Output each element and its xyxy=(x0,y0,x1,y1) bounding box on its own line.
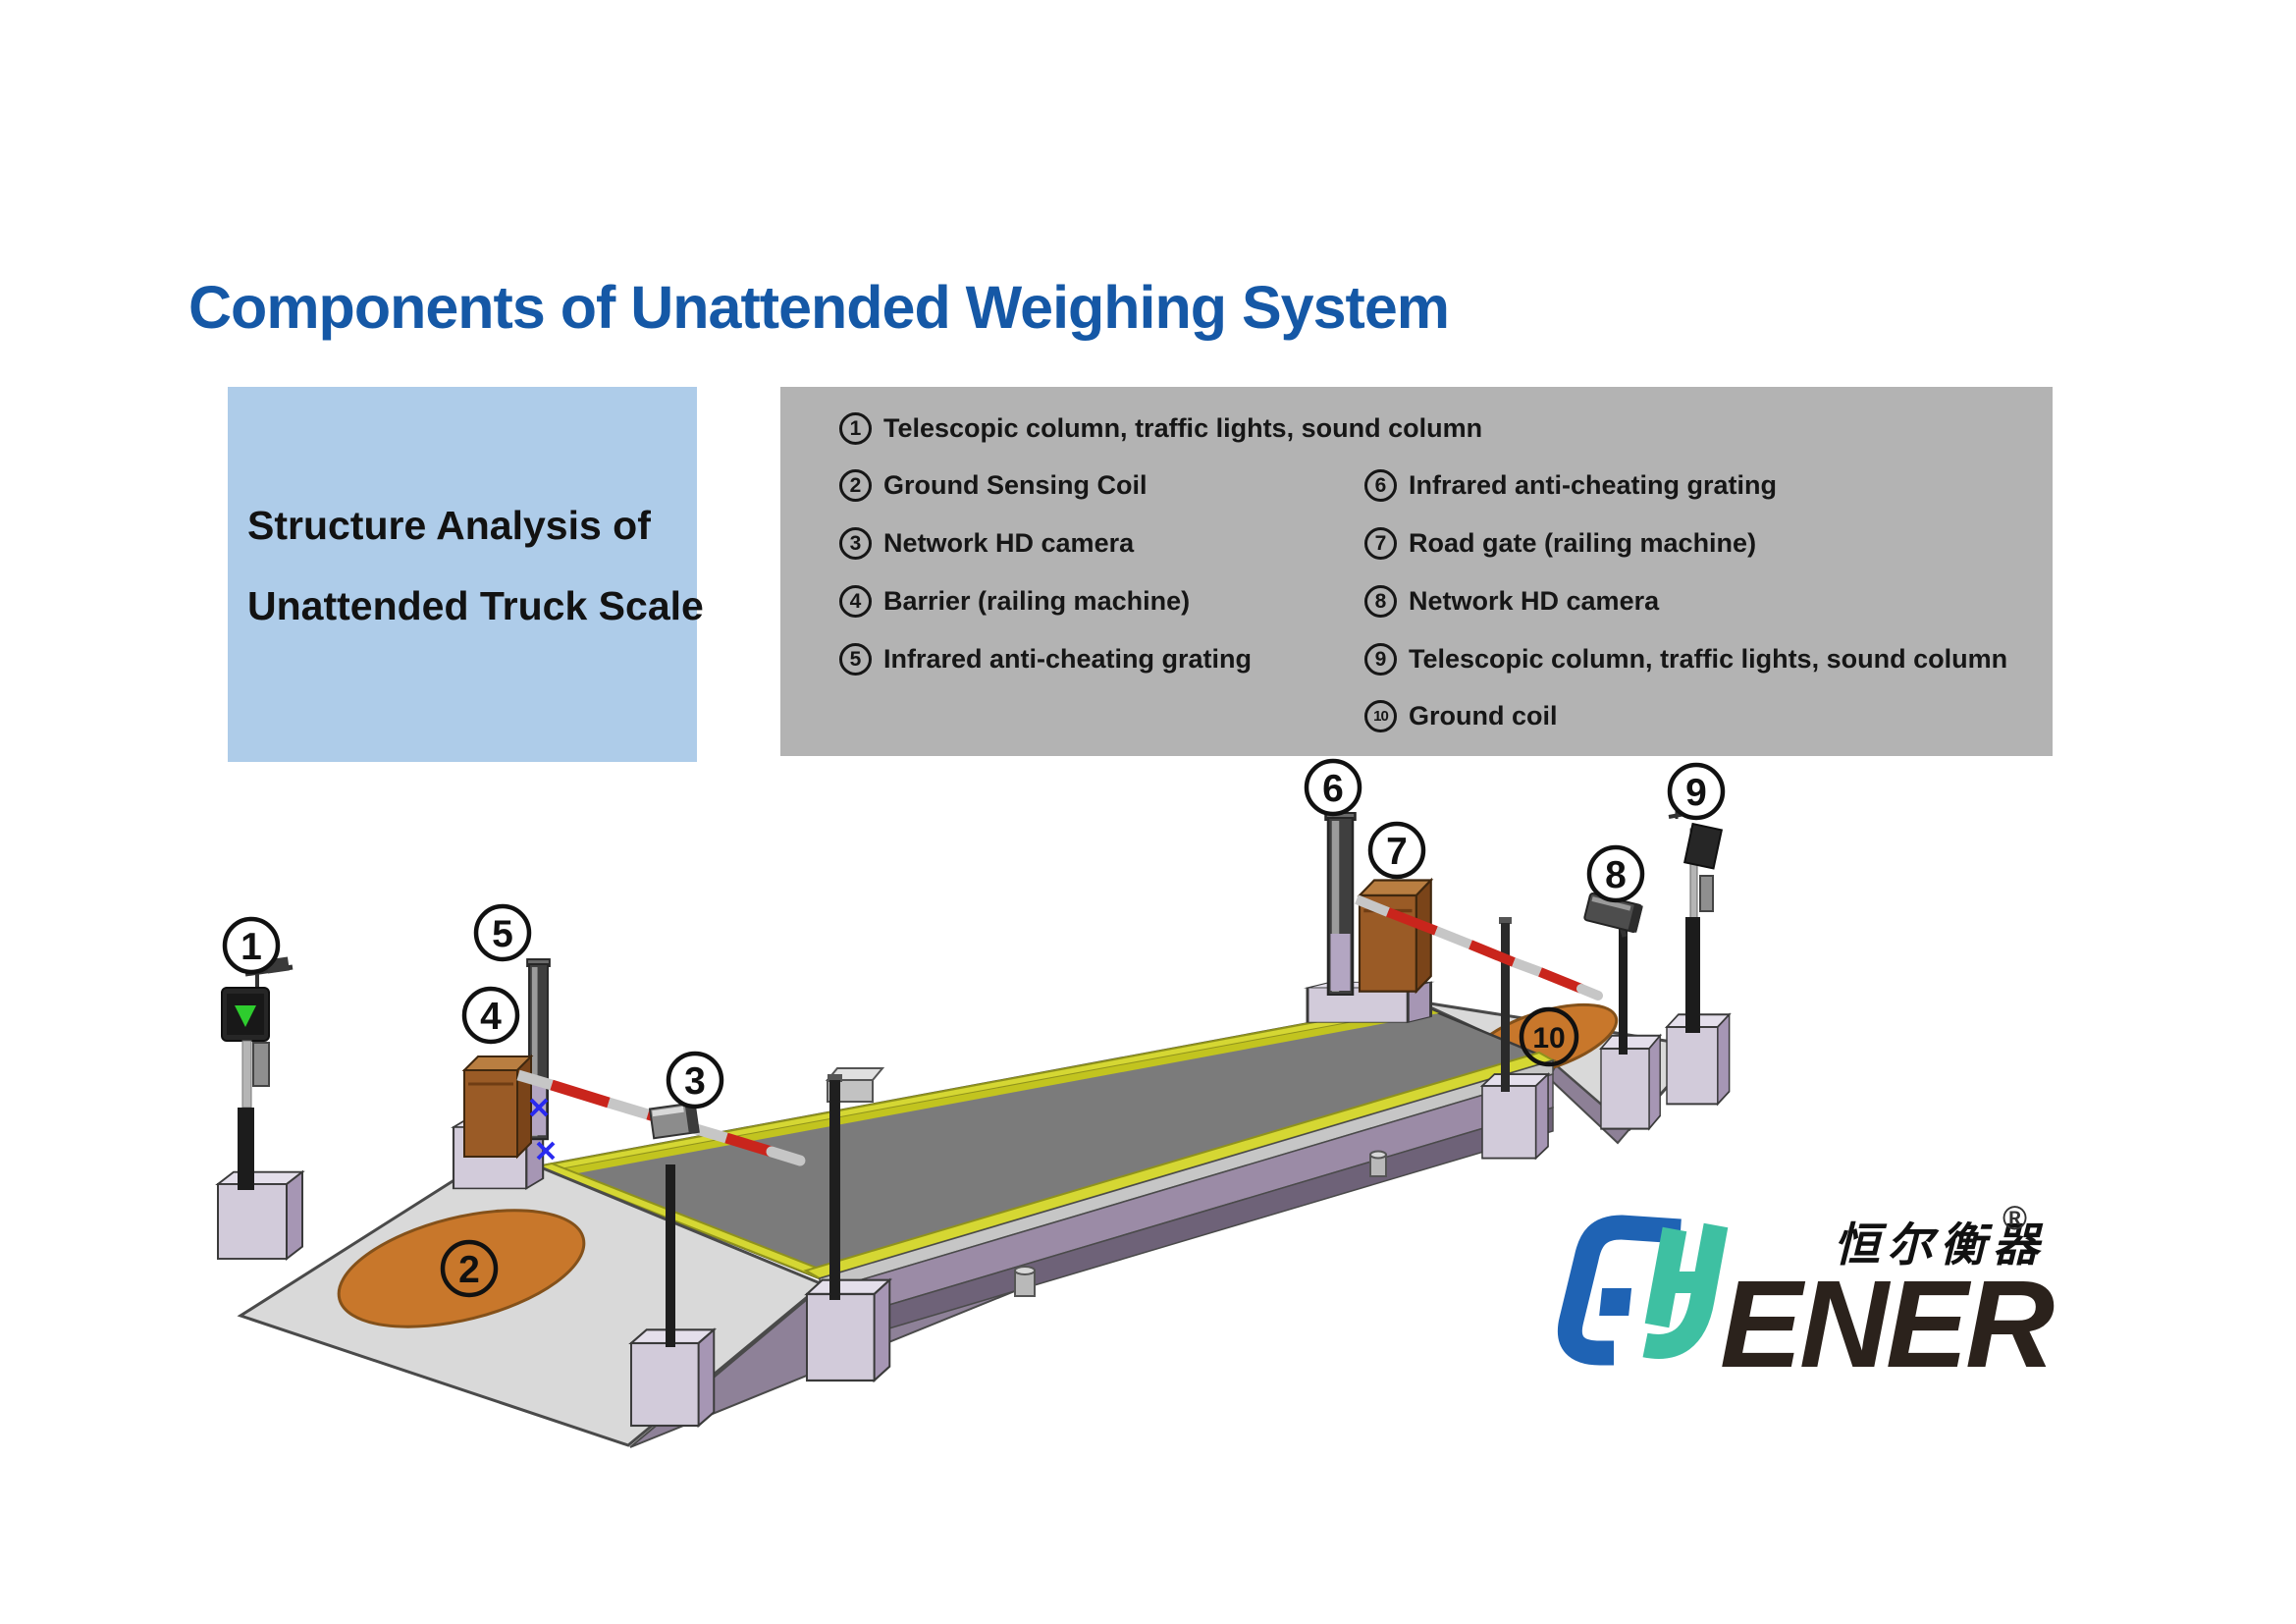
svg-text:2: 2 xyxy=(458,1249,480,1291)
green-light xyxy=(235,1005,256,1027)
legend-label-5: Infrared anti-cheating grating xyxy=(883,644,1253,674)
legend-num-6: 6 xyxy=(1364,469,1397,502)
legend-label-2: Ground Sensing Coil xyxy=(883,470,1148,500)
logo-registered-mark: ® xyxy=(2002,1200,2027,1237)
info-box-line1: Structure Analysis of xyxy=(247,503,651,548)
road-gate-arm-7 xyxy=(1355,894,1603,1001)
legend-item-1: 1 Telescopic column, traffic lights, soun… xyxy=(839,412,1482,445)
legend-num-1: 1 xyxy=(839,412,872,445)
load-cell-cylinder xyxy=(1369,1150,1387,1177)
svg-text:1: 1 xyxy=(240,926,262,968)
info-box: Structure Analysis of Unattended Truck S… xyxy=(228,387,704,762)
callout-8: 8 xyxy=(1586,844,1645,903)
infrared-beam-marks xyxy=(529,1098,556,1161)
brand-logo: ENER 恒尔衡器 ® xyxy=(1558,1200,2057,1393)
legend-num-10: 10 xyxy=(1364,700,1397,732)
legend-item-10: 10 Ground coil xyxy=(1364,700,1558,732)
callout-5: 5 xyxy=(473,903,532,962)
legend-label-8: Network HD camera xyxy=(1409,586,1660,616)
telescopic-column-9 xyxy=(1668,799,1724,1033)
legend-item-3: 3 Network HD camera xyxy=(839,527,1134,560)
svg-text:6: 6 xyxy=(1322,768,1344,810)
svg-text:3: 3 xyxy=(684,1060,706,1103)
callout-4: 4 xyxy=(461,986,520,1045)
legend-item-8: 8 Network HD camera xyxy=(1364,585,1659,618)
legend-item-2: 2 Ground Sensing Coil xyxy=(839,469,1148,502)
legend-item-9: 9 Telescopic column, traffic lights, soun… xyxy=(1364,643,2007,676)
pedestal xyxy=(805,1278,891,1382)
logo-cjk-text: 恒尔衡器 xyxy=(1834,1218,2046,1272)
legend-label-7: Road gate (railing machine) xyxy=(1409,528,1757,558)
callout-3: 3 xyxy=(666,1051,724,1110)
legend-label-4: Barrier (railing machine) xyxy=(883,586,1191,616)
callout-6: 6 xyxy=(1304,758,1362,817)
svg-text:5: 5 xyxy=(492,913,513,955)
callout-2: 2 xyxy=(440,1239,499,1298)
svg-text:8: 8 xyxy=(1605,854,1627,896)
load-cell-cylinder xyxy=(1014,1266,1036,1297)
telescopic-column-1 xyxy=(221,956,294,1190)
legend-num-2: 2 xyxy=(839,469,872,502)
diagram-callouts: 1 2 3 4 5 6 7 8 9 10 xyxy=(222,758,1726,1298)
svg-text:7: 7 xyxy=(1386,831,1408,873)
corner-pole xyxy=(828,1074,842,1300)
camera-8 xyxy=(1583,893,1643,1055)
pedestal xyxy=(1481,1073,1549,1160)
legend-item-6: 6 Infrared anti-cheating grating xyxy=(1364,469,1777,502)
legend-item-7: 7 Road gate (railing machine) xyxy=(1364,527,1756,560)
legend-item-4: 4 Barrier (railing machine) xyxy=(839,585,1190,618)
svg-text:10: 10 xyxy=(1532,1022,1565,1055)
weighbridge-deck xyxy=(533,1001,1557,1448)
svg-text:4: 4 xyxy=(480,996,502,1038)
legend-label-10: Ground coil xyxy=(1409,701,1558,731)
legend-label-6: Infrared anti-cheating grating xyxy=(1409,470,1778,500)
pedestal xyxy=(217,1170,303,1260)
infrared-grating-column-6 xyxy=(1324,811,1357,997)
road-gate-box-7 xyxy=(1358,878,1433,994)
legend-num-4: 4 xyxy=(839,585,872,618)
page-title: Components of Unattended Weighing System xyxy=(188,274,1450,341)
logo-brand-text: ENER xyxy=(1720,1255,2055,1393)
logo-mark-icon xyxy=(1558,1215,1729,1366)
callout-10: 10 xyxy=(1519,1006,1579,1067)
callout-7: 7 xyxy=(1367,821,1426,880)
ground-coil-2-oval xyxy=(337,1209,586,1328)
legend-label-1: Telescopic column, traffic lights, sound… xyxy=(883,413,1483,443)
legend-label-9: Telescopic column, traffic lights, sound… xyxy=(1409,644,2008,674)
svg-text:9: 9 xyxy=(1685,772,1707,814)
legend-label-3: Network HD camera xyxy=(883,528,1135,558)
callout-1: 1 xyxy=(222,916,281,975)
legend-num-3: 3 xyxy=(839,527,872,560)
info-box-line2: Unattended Truck Scale xyxy=(247,583,704,628)
legend-num-7: 7 xyxy=(1364,527,1397,560)
legend-num-8: 8 xyxy=(1364,585,1397,618)
legend-item-5: 5 Infrared anti-cheating grating xyxy=(839,643,1252,676)
callout-9: 9 xyxy=(1667,762,1726,821)
pedestal xyxy=(1599,1034,1662,1130)
corner-pole xyxy=(1499,917,1512,1092)
legend-num-5: 5 xyxy=(839,643,872,676)
legend-num-9: 9 xyxy=(1364,643,1397,676)
